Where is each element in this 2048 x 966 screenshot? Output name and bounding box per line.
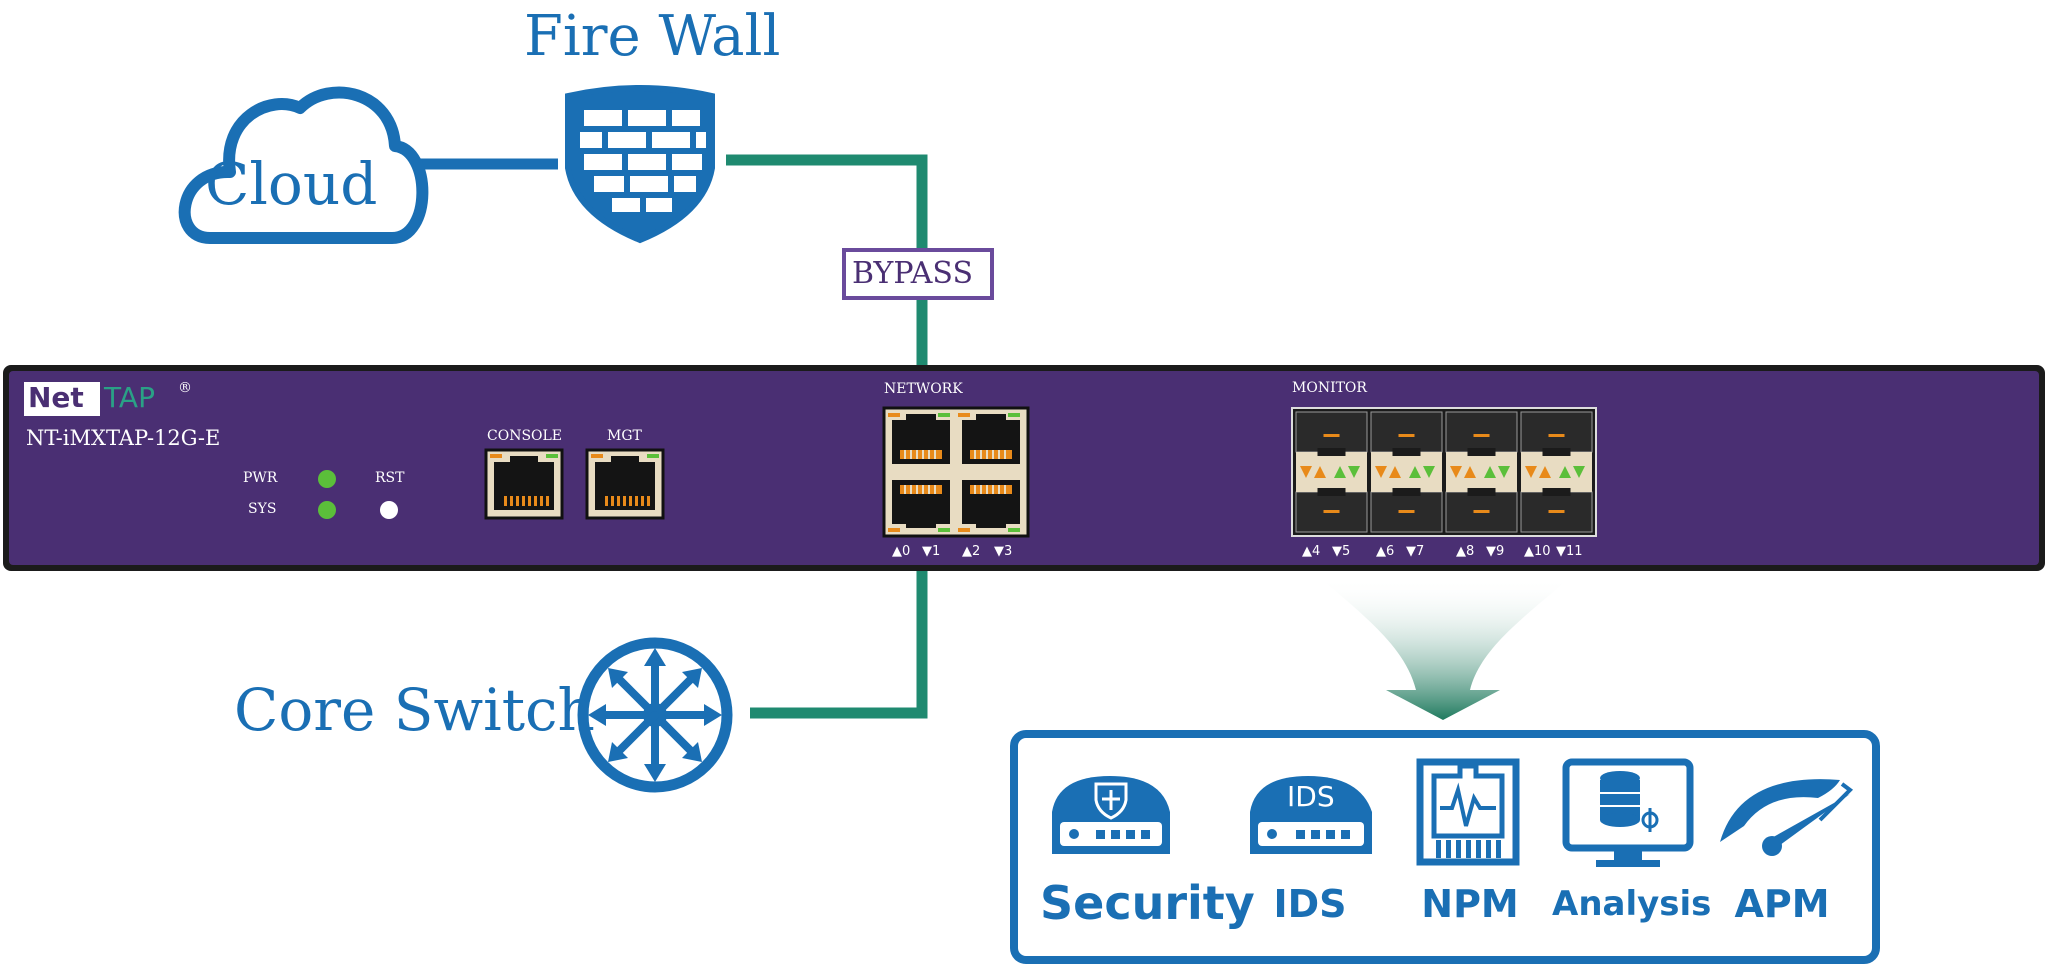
npm-port-icon xyxy=(1416,758,1520,866)
firewall-bypass-link xyxy=(726,154,928,250)
mon-port-11: ▼11 xyxy=(1556,544,1583,559)
sfp-latch xyxy=(1398,434,1415,437)
model-name: NT-iMXTAP-12G-E xyxy=(26,426,221,450)
mgt-label: MGT xyxy=(607,428,642,444)
cloud-node xyxy=(178,86,429,244)
sfp-status-triangle xyxy=(1525,466,1537,478)
sfp-tab xyxy=(1317,448,1346,456)
brand-registered-mark: ® xyxy=(178,380,192,396)
sfp-tab xyxy=(1392,488,1421,496)
sfp-cage xyxy=(1520,411,1593,453)
monitor-output-arrow xyxy=(1320,578,1570,720)
network-ports xyxy=(882,406,1030,538)
tool-label-ids: IDS xyxy=(1273,882,1347,926)
core-switch-label: Core Switch xyxy=(234,676,595,744)
tool-label-analysis: Analysis xyxy=(1552,884,1712,924)
ids-appliance-icon xyxy=(1250,776,1372,854)
security-appliance-icon xyxy=(1052,776,1170,854)
sys-label: SYS xyxy=(248,501,277,517)
firewall-shield-icon xyxy=(565,85,715,244)
console-port xyxy=(484,448,564,520)
sfp-latch xyxy=(1548,434,1565,437)
sfp-latch xyxy=(1473,510,1490,513)
tool-label-apm: APM xyxy=(1734,882,1830,926)
sfp-status-triangle xyxy=(1464,466,1476,478)
sfp-status-triangle xyxy=(1450,466,1462,478)
brand-tap: TAP xyxy=(104,381,155,414)
network-label: NETWORK xyxy=(884,381,963,397)
sfp-tab xyxy=(1317,488,1346,496)
cloud-label: Cloud xyxy=(205,150,378,218)
sfp-status-triangle xyxy=(1334,466,1346,478)
tap-switch-link xyxy=(750,568,928,719)
console-label: CONSOLE xyxy=(487,428,563,444)
brand-net: Net xyxy=(28,381,84,414)
sfp-tab xyxy=(1467,448,1496,456)
apm-gauge-icon xyxy=(1720,779,1854,856)
monitor-label: MONITOR xyxy=(1292,380,1367,396)
sfp-status-triangle xyxy=(1409,466,1421,478)
sfp-status-triangle xyxy=(1573,466,1585,478)
sfp-cage xyxy=(1295,411,1368,453)
mon-port-7: ▼7 xyxy=(1406,544,1425,559)
mon-port-5: ▼5 xyxy=(1332,544,1351,559)
cloud-icon xyxy=(178,86,429,244)
net-port-3: ▼3 xyxy=(994,544,1013,559)
firewall-label: Fire Wall xyxy=(524,4,781,69)
mgt-port xyxy=(585,448,665,520)
monitor-ports xyxy=(1291,407,1597,537)
sfp-tab xyxy=(1542,448,1571,456)
sfp-status-triangle xyxy=(1539,466,1551,478)
sfp-tab xyxy=(1542,488,1571,496)
analysis-monitor-icon xyxy=(1562,758,1694,867)
sfp-status-triangle xyxy=(1375,466,1387,478)
pwr-led xyxy=(318,470,336,488)
sfp-status-triangle xyxy=(1423,466,1435,478)
core-switch-icon xyxy=(577,637,733,793)
net-port-0: ▲0 xyxy=(892,544,911,559)
bypass-label: BYPASS xyxy=(852,256,973,291)
sfp-status-triangle xyxy=(1559,466,1571,478)
net-port-1: ▼1 xyxy=(922,544,941,559)
sfp-latch xyxy=(1473,434,1490,437)
sys-led xyxy=(318,501,336,519)
core-switch-node xyxy=(577,637,733,793)
tools-box xyxy=(1010,730,1880,964)
sfp-status-triangle xyxy=(1484,466,1496,478)
mon-port-4: ▲4 xyxy=(1302,544,1321,559)
pwr-label: PWR xyxy=(243,470,278,486)
sfp-latch xyxy=(1548,510,1565,513)
sfp-status-triangle xyxy=(1389,466,1401,478)
net-port-2: ▲2 xyxy=(962,544,981,559)
sfp-latch xyxy=(1323,434,1340,437)
sfp-status-triangle xyxy=(1498,466,1510,478)
brand-logo-box xyxy=(24,382,100,416)
mon-port-6: ▲6 xyxy=(1376,544,1395,559)
tool-label-security: Security xyxy=(1040,876,1255,930)
tap-device xyxy=(3,365,2045,571)
sfp-status-triangle xyxy=(1314,466,1326,478)
sfp-cage xyxy=(1370,411,1443,453)
ids-badge-text: IDS xyxy=(1287,780,1335,813)
sfp-status-triangle xyxy=(1300,466,1312,478)
sfp-tab xyxy=(1392,448,1421,456)
sfp-latch xyxy=(1398,510,1415,513)
sfp-cage xyxy=(1445,411,1518,453)
mon-port-8: ▲8 xyxy=(1456,544,1475,559)
firewall-node xyxy=(565,85,715,244)
sfp-status-triangle xyxy=(1348,466,1360,478)
tool-label-npm: NPM xyxy=(1421,882,1519,926)
rst-label: RST xyxy=(375,470,405,486)
rst-button[interactable] xyxy=(380,501,398,519)
mon-port-10: ▲10 xyxy=(1524,544,1551,559)
sfp-tab xyxy=(1467,488,1496,496)
sfp-latch xyxy=(1323,510,1340,513)
mon-port-9: ▼9 xyxy=(1486,544,1505,559)
bypass-box xyxy=(842,248,994,300)
